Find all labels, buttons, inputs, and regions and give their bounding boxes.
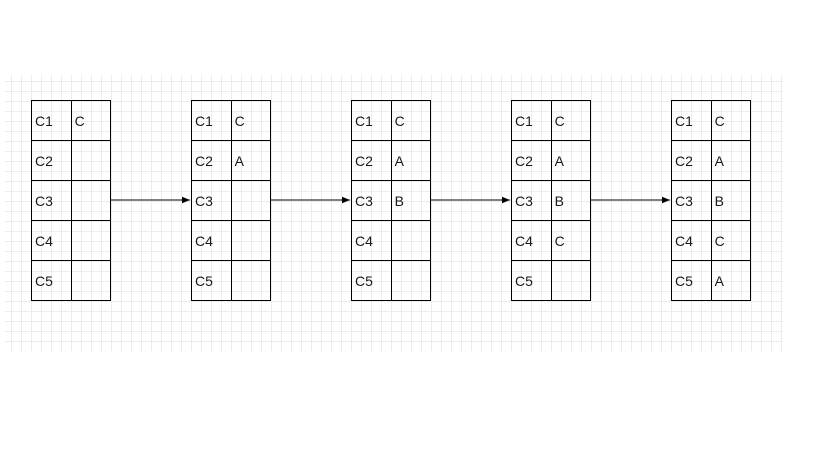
row-value: B — [550, 180, 592, 221]
row-value — [70, 260, 112, 301]
row-value — [230, 180, 272, 221]
row-value: A — [710, 140, 752, 181]
row-value: A — [390, 140, 432, 181]
row-value — [70, 140, 112, 181]
row-value: C — [390, 100, 432, 141]
row-value: C — [710, 220, 752, 261]
table-row: C2 A — [351, 140, 432, 181]
row-label: C5 — [31, 260, 72, 301]
row-value: C — [70, 100, 112, 141]
table-row: C3 — [31, 180, 112, 221]
table-row: C3 — [191, 180, 272, 221]
row-value — [550, 260, 592, 301]
row-label: C3 — [351, 180, 392, 221]
table-row: C2 A — [671, 140, 752, 181]
row-value — [230, 260, 272, 301]
table-row: C2 — [31, 140, 112, 181]
row-value: A — [710, 260, 752, 301]
row-value — [70, 220, 112, 261]
row-label: C1 — [351, 100, 392, 141]
table-row: C4 — [191, 220, 272, 261]
state-table-4: C1 C C2 A C3 B C4 C C5 — [511, 100, 592, 301]
table-row: C1 C — [671, 100, 752, 141]
row-label: C5 — [351, 260, 392, 301]
table-row: C5 — [511, 260, 592, 301]
row-label: C2 — [511, 140, 552, 181]
row-value: B — [710, 180, 752, 221]
row-label: C5 — [671, 260, 712, 301]
table-row: C2 A — [191, 140, 272, 181]
row-label: C1 — [31, 100, 72, 141]
table-row: C1 C — [191, 100, 272, 141]
row-value: A — [550, 140, 592, 181]
row-label: C3 — [671, 180, 712, 221]
state-table-3: C1 C C2 A C3 B C4 C5 — [351, 100, 432, 301]
table-row: C4 C — [671, 220, 752, 261]
state-table-5: C1 C C2 A C3 B C4 C C5 A — [671, 100, 752, 301]
row-label: C2 — [191, 140, 232, 181]
row-label: C2 — [671, 140, 712, 181]
table-row: C5 — [191, 260, 272, 301]
row-label: C4 — [671, 220, 712, 261]
row-value — [70, 180, 112, 221]
row-value — [390, 260, 432, 301]
row-label: C5 — [511, 260, 552, 301]
row-label: C1 — [511, 100, 552, 141]
row-value: A — [230, 140, 272, 181]
table-row: C3 B — [351, 180, 432, 221]
row-label: C1 — [671, 100, 712, 141]
table-row: C3 B — [671, 180, 752, 221]
row-label: C3 — [511, 180, 552, 221]
table-row: C5 — [31, 260, 112, 301]
row-value — [390, 220, 432, 261]
row-value — [230, 220, 272, 261]
row-value: B — [390, 180, 432, 221]
row-label: C2 — [31, 140, 72, 181]
row-value: C — [550, 220, 592, 261]
row-label: C4 — [351, 220, 392, 261]
row-value: C — [550, 100, 592, 141]
row-label: C4 — [511, 220, 552, 261]
state-table-1: C1 C C2 C3 C4 C5 — [31, 100, 112, 301]
row-value: C — [230, 100, 272, 141]
row-label: C2 — [351, 140, 392, 181]
row-label: C4 — [31, 220, 72, 261]
table-row: C1 C — [31, 100, 112, 141]
row-label: C3 — [191, 180, 232, 221]
table-row: C5 A — [671, 260, 752, 301]
table-row: C4 C — [511, 220, 592, 261]
table-row: C3 B — [511, 180, 592, 221]
table-row: C4 — [351, 220, 432, 261]
row-value: C — [710, 100, 752, 141]
table-row: C4 — [31, 220, 112, 261]
row-label: C5 — [191, 260, 232, 301]
table-row: C1 C — [351, 100, 432, 141]
state-table-2: C1 C C2 A C3 C4 C5 — [191, 100, 272, 301]
row-label: C3 — [31, 180, 72, 221]
row-label: C1 — [191, 100, 232, 141]
table-row: C5 — [351, 260, 432, 301]
table-row: C2 A — [511, 140, 592, 181]
row-label: C4 — [191, 220, 232, 261]
table-row: C1 C — [511, 100, 592, 141]
